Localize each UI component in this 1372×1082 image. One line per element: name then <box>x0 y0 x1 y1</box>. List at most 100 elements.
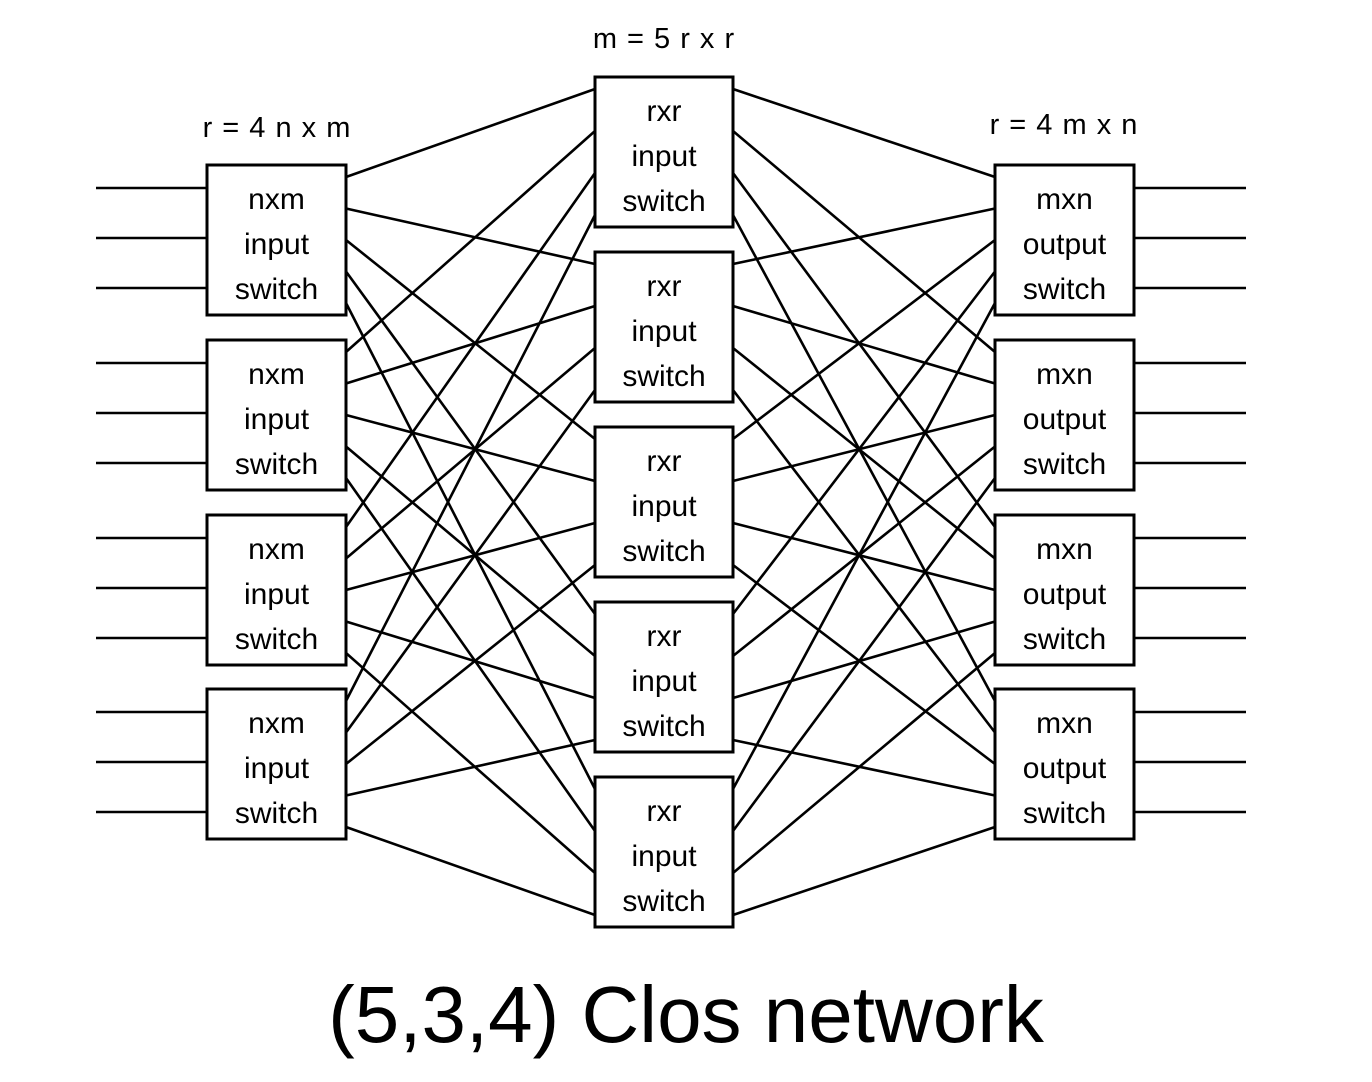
switch-label-line1: nxm <box>248 707 305 740</box>
middle-to-output-link <box>731 477 997 832</box>
switch-label-line3: switch <box>622 360 705 393</box>
input-to-middle-link <box>344 477 597 832</box>
switch-label-line1: mxn <box>1036 358 1093 391</box>
switch-label-line1: rxr <box>647 795 682 828</box>
output-switch-1: mxn output switch <box>993 163 1136 317</box>
input-to-middle-link <box>345 130 596 353</box>
middle-to-output-link <box>732 563 996 766</box>
switch-label-line2: output <box>1023 752 1107 785</box>
diagram-caption: (5,3,4) Clos network <box>328 970 1044 1059</box>
switch-label-line3: switch <box>1023 797 1106 830</box>
switch-box <box>993 163 1136 317</box>
switch-label-line1: rxr <box>647 445 682 478</box>
switch-box <box>993 513 1136 667</box>
switch-box <box>993 687 1136 841</box>
middle-switch-2: rxr input switch <box>593 250 735 404</box>
input-switch-2: nxm input switch <box>205 338 348 492</box>
switch-label-line3: switch <box>1023 273 1106 306</box>
switch-label-line1: nxm <box>248 533 305 566</box>
middle-to-output-link <box>732 130 996 353</box>
switch-label-line2: input <box>631 665 697 698</box>
switch-label-line1: rxr <box>647 270 682 303</box>
middle-to-output-link <box>732 445 996 658</box>
switch-box <box>993 338 1136 492</box>
middle-switch-1: rxr input switch <box>593 75 735 229</box>
input-to-middle-link <box>345 620 596 700</box>
switch-label-line2: output <box>1023 403 1107 436</box>
middle-to-output-link <box>731 302 997 790</box>
switches-layer: nxm input switch nxm input switch nxm input swit… <box>205 75 1136 929</box>
middle-to-output-link <box>732 620 996 700</box>
switch-label-line3: switch <box>622 885 705 918</box>
input-to-middle-link <box>344 172 597 528</box>
middle-to-output-link <box>732 238 996 441</box>
output-switch-4: mxn output switch <box>993 687 1136 841</box>
middle-stage-label: m = 5 r x r <box>593 23 735 55</box>
switch-label-line2: input <box>244 403 310 436</box>
switch-label-line1: mxn <box>1036 533 1093 566</box>
switch-label-line2: input <box>631 315 697 348</box>
switch-box <box>593 600 735 754</box>
middle-to-output-link <box>732 413 996 483</box>
middle-switch-5: rxr input switch <box>593 775 735 929</box>
input-to-middle-link <box>344 389 597 734</box>
input-to-middle-link <box>345 652 596 874</box>
middle-to-output-link <box>731 270 997 615</box>
input-to-middle-link <box>345 738 596 797</box>
switch-box <box>205 163 348 317</box>
output-stage-label: r = 4 m x n <box>990 109 1139 141</box>
switch-label-line2: output <box>1023 228 1107 261</box>
middle-to-output-link <box>732 304 996 385</box>
switch-box <box>205 513 348 667</box>
middle-to-output-link <box>732 87 996 179</box>
input-to-middle-link <box>345 207 596 266</box>
wires-layer <box>96 87 1246 917</box>
switch-label-line3: switch <box>235 623 318 656</box>
middle-switch-3: rxr input switch <box>593 425 735 579</box>
input-to-middle-link <box>345 304 596 385</box>
input-to-middle-link <box>344 302 597 790</box>
switch-label-line1: mxn <box>1036 183 1093 216</box>
switch-label-line3: switch <box>1023 623 1106 656</box>
input-to-middle-link <box>345 238 596 441</box>
middle-to-output-link <box>732 521 996 592</box>
switch-label-line2: input <box>631 840 697 873</box>
switch-label-line3: switch <box>622 710 705 743</box>
switch-label-line2: input <box>631 490 697 523</box>
middle-to-output-link <box>732 738 996 797</box>
input-to-middle-link <box>345 347 596 560</box>
input-to-middle-link <box>345 825 596 917</box>
switch-label-line1: mxn <box>1036 707 1093 740</box>
middle-to-output-link <box>732 207 996 266</box>
switch-label-line3: switch <box>235 448 318 481</box>
middle-to-output-link <box>732 652 996 874</box>
switch-label-line2: input <box>244 578 310 611</box>
switch-label-line2: output <box>1023 578 1107 611</box>
switch-box <box>205 687 348 841</box>
switch-label-line3: switch <box>622 535 705 568</box>
switch-label-line2: input <box>631 140 697 173</box>
switch-box <box>205 338 348 492</box>
input-to-middle-link <box>345 445 596 657</box>
switch-label-line1: rxr <box>647 620 682 653</box>
middle-to-output-link <box>731 389 997 734</box>
switch-label-line1: nxm <box>248 183 305 216</box>
switch-label-line3: switch <box>235 273 318 306</box>
switch-box <box>593 75 735 229</box>
switch-label-line3: switch <box>622 185 705 218</box>
input-to-middle-link <box>344 270 597 615</box>
middle-to-output-link <box>731 172 997 528</box>
input-to-middle-link <box>345 87 596 179</box>
middle-to-output-link <box>732 825 996 917</box>
input-switch-3: nxm input switch <box>205 513 348 667</box>
switch-label-line1: rxr <box>647 95 682 128</box>
switch-label-line1: nxm <box>248 358 305 391</box>
input-stage-label: r = 4 n x m <box>203 112 352 144</box>
switch-box <box>593 250 735 404</box>
switch-label-line2: input <box>244 752 310 785</box>
switch-box <box>593 425 735 579</box>
